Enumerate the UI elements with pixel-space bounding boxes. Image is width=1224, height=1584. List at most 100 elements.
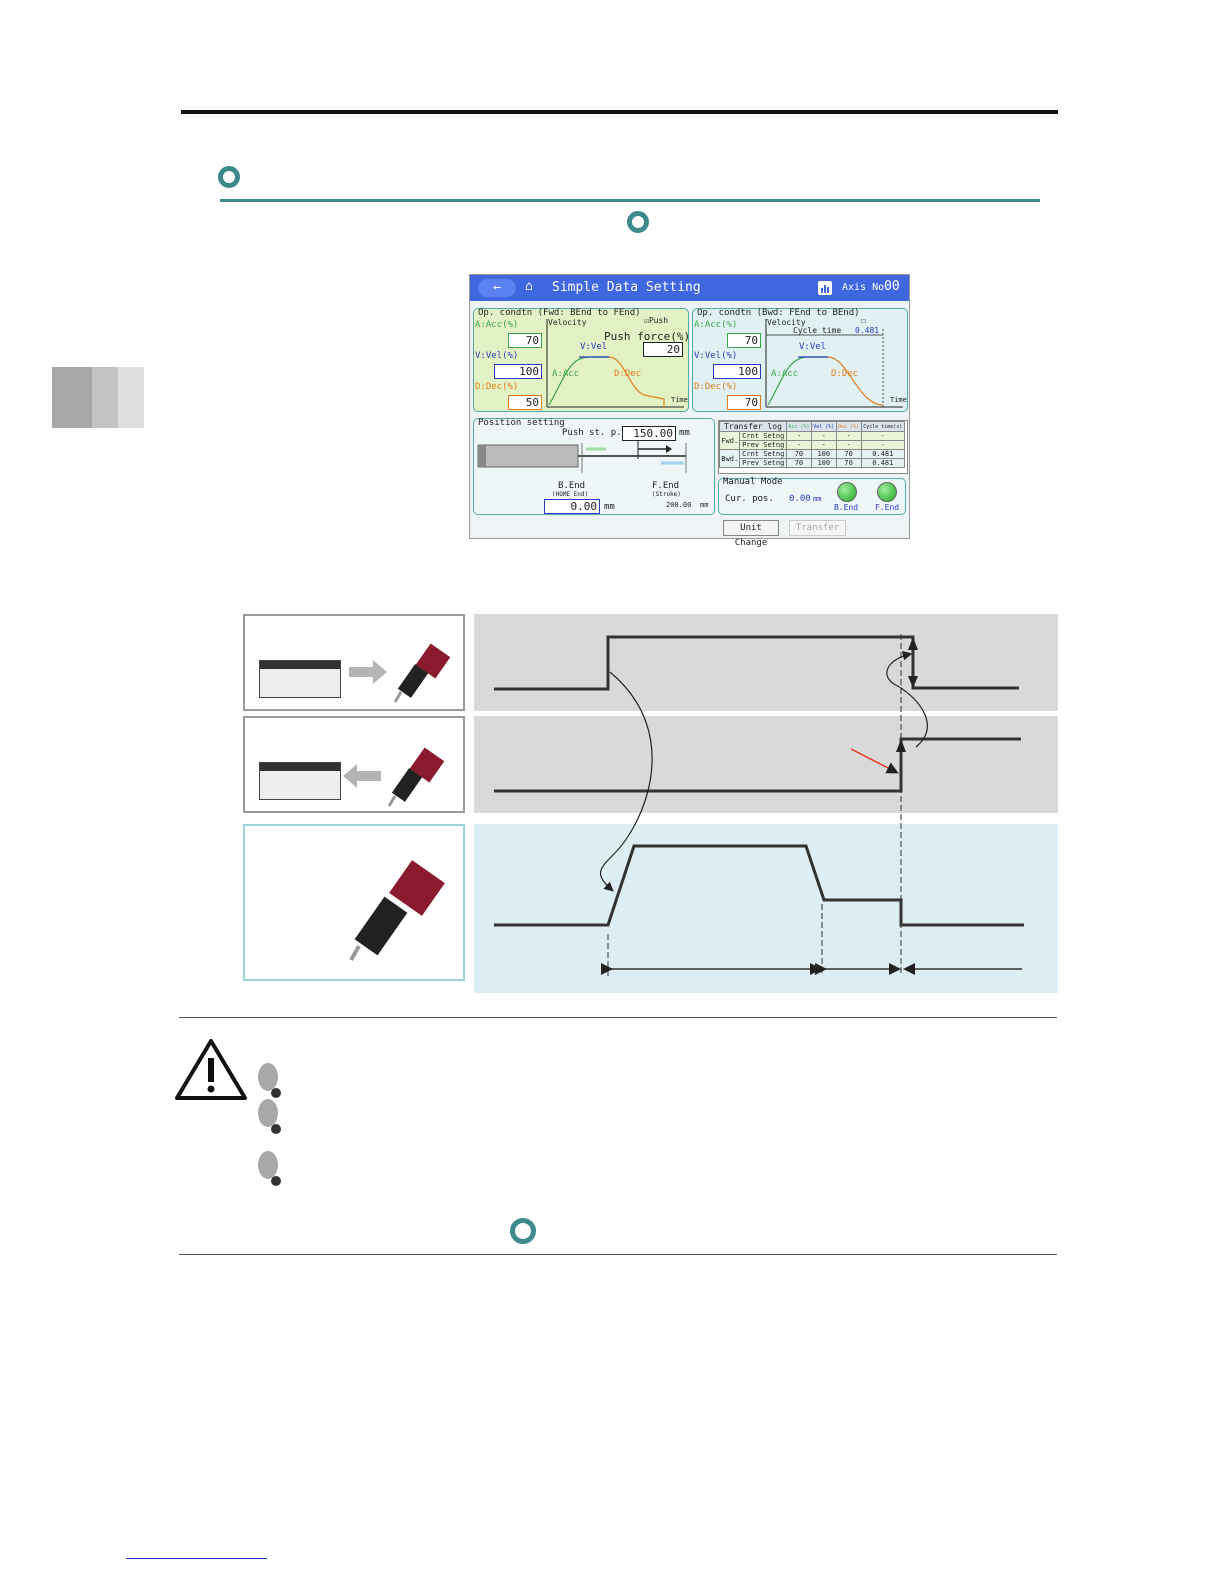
unit-change-button[interactable]: Unit Change bbox=[723, 520, 779, 548]
fend-led-button[interactable] bbox=[877, 482, 897, 502]
fwd-vel-input[interactable]: 100 bbox=[494, 364, 542, 379]
bwd-dec-label: D:Dec(%) bbox=[694, 382, 738, 392]
log-bwd-label: Bwd. bbox=[718, 449, 741, 468]
forward-condition-panel: Op. condtn (Fwd: BEnd to FEnd) ☑Push A:A… bbox=[473, 308, 691, 412]
plc-icon bbox=[259, 762, 341, 800]
fwd-dec-label: D:Dec(%) bbox=[475, 382, 519, 392]
cur-pos-unit: mm bbox=[813, 495, 822, 503]
back-button[interactable]: ← bbox=[478, 279, 516, 297]
graph-icon[interactable] bbox=[818, 281, 832, 295]
simple-data-setting-screen: ← ⌂ Simple Data Setting Axis No. 00 Op. … bbox=[469, 274, 910, 548]
section-marker-icon bbox=[510, 1218, 536, 1244]
log-prev-label: Prev Setng bbox=[739, 440, 788, 450]
push-force-label: Push force(%) bbox=[604, 330, 691, 343]
bwd-acc-label: A:Acc(%) bbox=[694, 320, 738, 330]
log-crnt-label: Crnt Setng bbox=[739, 449, 788, 459]
cur-pos-value: 0.00 bbox=[789, 494, 811, 504]
log-cell: - bbox=[810, 440, 837, 450]
manual-header: Manual Mode bbox=[723, 477, 783, 487]
backward-condition-panel: Op. condtn (Bwd: FEnd to BEnd) ☐ A:Acc(%… bbox=[692, 308, 908, 412]
timing-band-2 bbox=[474, 716, 1058, 813]
bend-unit: mm bbox=[604, 502, 615, 512]
bend-input[interactable]: 0.00 bbox=[544, 499, 600, 514]
fwd-vel-label: V:Vel(%) bbox=[475, 351, 519, 361]
bwd-curve-acc: A:Acc bbox=[771, 369, 799, 379]
log-col-vel: Vel (%) bbox=[810, 421, 837, 432]
actuator-icon bbox=[393, 643, 451, 703]
fwd-acc-input[interactable]: 70 bbox=[508, 333, 542, 348]
log-col-cycle: Cycle time(s) bbox=[860, 421, 906, 432]
push-start-unit: mm bbox=[679, 428, 690, 438]
log-cell: 70 bbox=[835, 449, 862, 459]
fwd-curve-vel: V:Vel bbox=[580, 342, 608, 352]
fwd-time-axis: Time bbox=[671, 396, 688, 404]
axis-number: 00 bbox=[884, 279, 900, 294]
fwd-velocity-axis: Velocity bbox=[548, 318, 587, 327]
cur-pos-label: Cur. pos. bbox=[725, 494, 774, 504]
title-bar: ← ⌂ Simple Data Setting Axis No. 00 bbox=[470, 275, 909, 301]
log-cell: 70 bbox=[786, 449, 812, 459]
bend-led-button[interactable] bbox=[837, 482, 857, 502]
log-cell: 0.481 bbox=[860, 449, 906, 459]
log-col-acc: Acc (%) bbox=[786, 421, 812, 432]
actuator-motion-box bbox=[243, 824, 465, 981]
fwd-header: Op. condtn (Fwd: BEnd to FEnd) bbox=[478, 308, 641, 318]
log-cell: - bbox=[835, 431, 862, 441]
push-start-label: Push st. p. bbox=[562, 428, 622, 438]
home-icon[interactable]: ⌂ bbox=[525, 279, 533, 294]
arrow-right-icon bbox=[349, 660, 387, 684]
bwd-push-checkbox[interactable]: ☐ bbox=[861, 316, 866, 325]
log-cell: - bbox=[860, 440, 906, 450]
push-start-input[interactable]: 150.00 bbox=[622, 426, 676, 441]
log-crnt-label: Crnt Setng bbox=[739, 431, 788, 441]
bend-led-label: B.End bbox=[834, 503, 859, 512]
bwd-time-axis: Time bbox=[890, 396, 907, 404]
footprint-bullet-icon bbox=[258, 1099, 281, 1134]
actuator-icon bbox=[387, 747, 445, 807]
plc-to-actuator-box bbox=[243, 614, 465, 711]
log-fwd-label: Fwd. bbox=[718, 431, 741, 450]
footprint-bullet-icon bbox=[258, 1151, 281, 1186]
log-cell: - bbox=[786, 440, 812, 450]
log-cell: 70 bbox=[835, 458, 862, 468]
cycle-time-label: Cycle time bbox=[793, 326, 842, 335]
log-title: Transfer log bbox=[718, 421, 788, 432]
log-cell: 100 bbox=[810, 449, 837, 459]
fwd-curve-acc: A:Acc bbox=[552, 369, 580, 379]
position-header: Position setting bbox=[478, 418, 565, 428]
arrow-left-icon bbox=[343, 764, 381, 788]
log-cell: - bbox=[810, 431, 837, 441]
section-marker-icon bbox=[218, 166, 240, 188]
log-cell: 0.481 bbox=[860, 458, 906, 468]
cycle-time-value: 0.481 bbox=[855, 326, 880, 335]
log-cell: - bbox=[835, 440, 862, 450]
transfer-button[interactable]: Transfer bbox=[789, 520, 846, 536]
fend-unit: mm bbox=[700, 501, 709, 509]
push-checkbox[interactable]: ☑Push bbox=[644, 316, 669, 325]
fend-led-label: F.End bbox=[875, 503, 900, 512]
log-cell: 70 bbox=[786, 458, 812, 468]
bwd-curve-dec: D:Dec bbox=[831, 369, 859, 379]
bwd-acc-input[interactable]: 70 bbox=[727, 333, 761, 348]
plc-icon bbox=[259, 660, 341, 698]
push-force-input[interactable]: 20 bbox=[643, 342, 683, 357]
actuator-diagram bbox=[477, 441, 687, 473]
bwd-curve-vel: V:Vel bbox=[799, 342, 827, 352]
caution-top-rule bbox=[179, 1017, 1057, 1018]
transfer-log-table: Transfer log Acc (%) Vel (%) Dec (%) Cyc… bbox=[718, 420, 908, 474]
bwd-velocity-axis: Velocity bbox=[767, 318, 806, 327]
log-prev-label: Prev Setng bbox=[739, 458, 788, 468]
timing-band-1 bbox=[474, 614, 1058, 711]
chapter-tab bbox=[52, 367, 144, 428]
axis-label: Axis No. bbox=[842, 282, 891, 293]
actuator-icon bbox=[349, 860, 445, 961]
timing-diagram bbox=[494, 634, 1024, 976]
bwd-dec-input[interactable]: 70 bbox=[727, 395, 761, 410]
bwd-vel-input[interactable]: 100 bbox=[713, 364, 761, 379]
caution-bottom-rule bbox=[179, 1254, 1057, 1255]
bwd-vel-label: V:Vel(%) bbox=[694, 351, 738, 361]
fwd-dec-input[interactable]: 50 bbox=[508, 395, 542, 410]
fend-sub: (Stroke) bbox=[652, 491, 681, 498]
screen-title: Simple Data Setting bbox=[552, 280, 701, 295]
section-rule bbox=[220, 199, 1040, 202]
